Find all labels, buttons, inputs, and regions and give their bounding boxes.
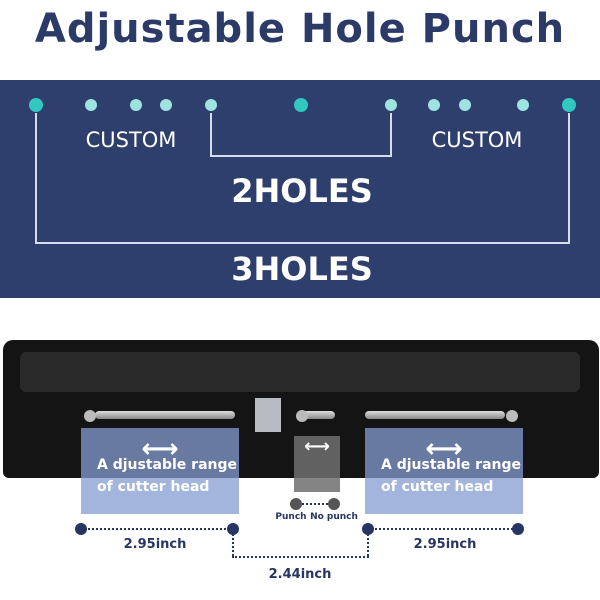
bracket-line (210, 113, 212, 156)
rail (95, 411, 235, 419)
no-punch-label: No punch (310, 512, 358, 522)
bracket-line (568, 113, 570, 243)
dotted-line (232, 530, 234, 556)
center-guide (255, 398, 281, 432)
no-punch-dot (328, 498, 340, 510)
screw-icon (84, 410, 96, 422)
dotted-line (302, 503, 328, 505)
screw-icon (296, 410, 308, 422)
hole-dot-custom (459, 99, 471, 111)
punch-label: Punch (275, 512, 307, 522)
double-arrow-icon: ⟷ (425, 434, 463, 464)
hole-dot-main (562, 98, 576, 112)
callout-text: A djustable range of cutter head (381, 457, 521, 495)
custom-label: CUSTOM (85, 128, 177, 152)
double-arrow-icon: ⟷ (304, 436, 330, 457)
hole-dot-custom (130, 99, 142, 111)
custom-label: CUSTOM (431, 128, 523, 152)
measure-dot (512, 523, 524, 535)
center-adjust-box: ⟷ (294, 436, 340, 492)
double-arrow-icon: ⟷ (141, 434, 179, 464)
dotted-line (232, 556, 369, 558)
bracket-line (210, 155, 392, 157)
hole-dot-custom (385, 99, 397, 111)
measurement-left: 2.95inch (123, 537, 187, 552)
bracket-line (390, 113, 392, 156)
measure-dot (362, 523, 374, 535)
punch-top (20, 352, 580, 392)
hole-dot-custom (517, 99, 529, 111)
three-holes-label: 3HOLES (231, 250, 373, 288)
rail (300, 411, 335, 419)
measurement-right: 2.95inch (413, 537, 477, 552)
adjustable-range-left: ⟷ A djustable range of cutter head (81, 428, 239, 514)
dotted-line (81, 528, 233, 530)
dotted-line (367, 530, 369, 556)
hole-dot-main (29, 98, 43, 112)
rail (365, 411, 505, 419)
hole-dot-custom (428, 99, 440, 111)
screw-icon (506, 410, 518, 422)
hole-dot-custom (85, 99, 97, 111)
hole-layout-panel: CUSTOM CUSTOM 2HOLES 3HOLES (0, 80, 600, 298)
dotted-line (367, 528, 517, 530)
punch-dot (290, 498, 302, 510)
bracket-line (35, 113, 37, 243)
two-holes-label: 2HOLES (231, 172, 373, 210)
page-title: Adjustable Hole Punch (34, 6, 566, 52)
hole-dot-main (294, 98, 308, 112)
hole-dot-custom (205, 99, 217, 111)
adjustable-range-right: ⟷ A djustable range of cutter head (365, 428, 523, 514)
measure-dot (227, 523, 239, 535)
bracket-line (35, 242, 570, 244)
callout-text: A djustable range of cutter head (97, 457, 237, 495)
hole-dot-custom (160, 99, 172, 111)
measure-dot (75, 523, 87, 535)
measurement-middle: 2.44inch (268, 567, 332, 582)
